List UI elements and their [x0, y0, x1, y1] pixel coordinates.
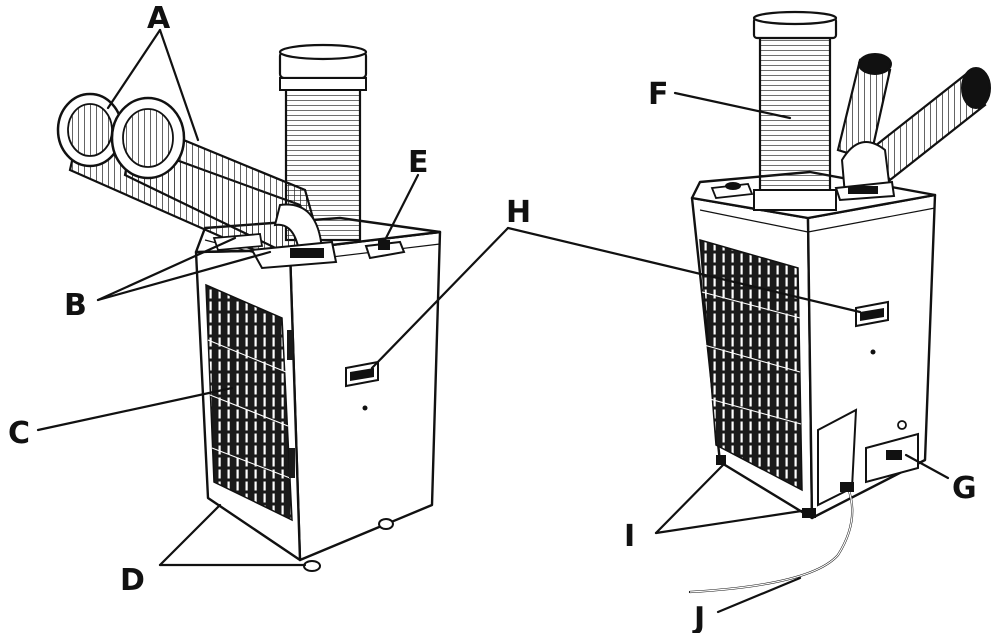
- label-i: I: [624, 519, 635, 554]
- rear-unit-side-grille: [699, 238, 803, 492]
- label-d: D: [120, 563, 145, 598]
- rear-unit-exhaust-duct: [752, 10, 838, 211]
- rear-unit-breaker-box: [865, 420, 919, 484]
- front-view-unit: [56, 43, 442, 572]
- rear-unit-cold-air-hoses: [834, 53, 991, 202]
- label-h: H: [506, 195, 531, 230]
- label-f: F: [648, 77, 669, 112]
- rear-view-unit: [688, 10, 991, 594]
- front-unit-cold-air-hoses: [56, 92, 338, 270]
- front-unit-side-panel: [288, 230, 442, 562]
- front-unit-top-port: [364, 240, 406, 260]
- front-unit-handle: [345, 360, 379, 388]
- label-g: G: [952, 471, 977, 506]
- label-e: E: [408, 145, 429, 180]
- rear-unit-handle: [855, 300, 889, 328]
- front-unit-exhaust-duct: [278, 43, 368, 242]
- label-j: J: [692, 601, 705, 633]
- leader-lines: [36, 28, 950, 614]
- label-c: C: [8, 416, 30, 451]
- label-a: A: [147, 1, 171, 36]
- front-air-inlet-grille: [205, 283, 293, 522]
- rear-unit-power-cord: [688, 482, 854, 594]
- label-b: B: [64, 288, 87, 323]
- part-labels: A B C D E F G H I J: [8, 1, 977, 633]
